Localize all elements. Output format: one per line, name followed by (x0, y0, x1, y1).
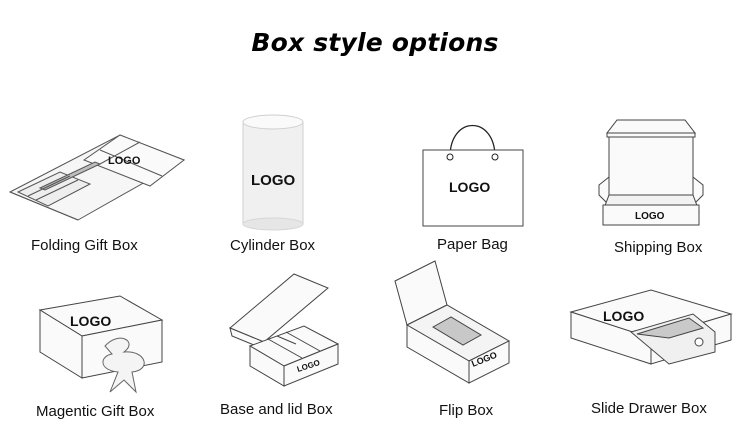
shipping-box-illustration: LOGO (598, 119, 704, 226)
folding-gift-box-illustration: LOGO (8, 134, 186, 221)
flip-box-label: Flip Box (439, 402, 494, 419)
magnetic-gift-box-logo: LOGO (70, 313, 111, 329)
paper-bag-logo: LOGO (449, 179, 490, 195)
folding-gift-box-logo: LOGO (108, 155, 141, 167)
flip-box-card: LOGO Flip Box (385, 255, 525, 425)
slide-drawer-box-card: LOGO Slide Drawer Box (565, 280, 745, 425)
magnetic-gift-box-illustration: LOGO (38, 295, 164, 394)
shipping-box-label: Shipping Box (614, 239, 703, 256)
slide-drawer-box-logo: LOGO (603, 308, 644, 324)
base-lid-box-label: Base and lid Box (220, 401, 333, 418)
flip-box-illustration: LOGO (394, 260, 511, 384)
shipping-box-card: LOGO Shipping Box (595, 115, 745, 260)
magnetic-gift-box-label: Magentic Gift Box (36, 403, 155, 420)
shipping-box-logo: LOGO (635, 211, 665, 222)
paper-bag-illustration: LOGO (422, 124, 524, 227)
paper-bag-card: LOGO Paper Bag (405, 115, 545, 260)
cylinder-box-illustration: LOGO (242, 114, 304, 231)
slide-drawer-box-illustration: LOGO (569, 289, 733, 365)
paper-bag-label: Paper Bag (437, 236, 508, 253)
cylinder-box-label: Cylinder Box (230, 237, 316, 254)
folding-gift-box-label: Folding Gift Box (31, 237, 138, 254)
slide-drawer-box-label: Slide Drawer Box (591, 400, 707, 417)
base-lid-box-card: LOGO Base and lid Box (210, 270, 360, 425)
cylinder-box-card: LOGO Cylinder Box (205, 110, 365, 260)
base-lid-box-illustration: LOGO (229, 273, 340, 387)
folding-gift-box-card: LOGO Folding Gift Box (0, 120, 190, 260)
page-title: Box style options (251, 28, 499, 57)
cylinder-box-logo: LOGO (251, 172, 295, 189)
magnetic-gift-box-card: LOGO Magentic Gift Box (20, 290, 200, 430)
